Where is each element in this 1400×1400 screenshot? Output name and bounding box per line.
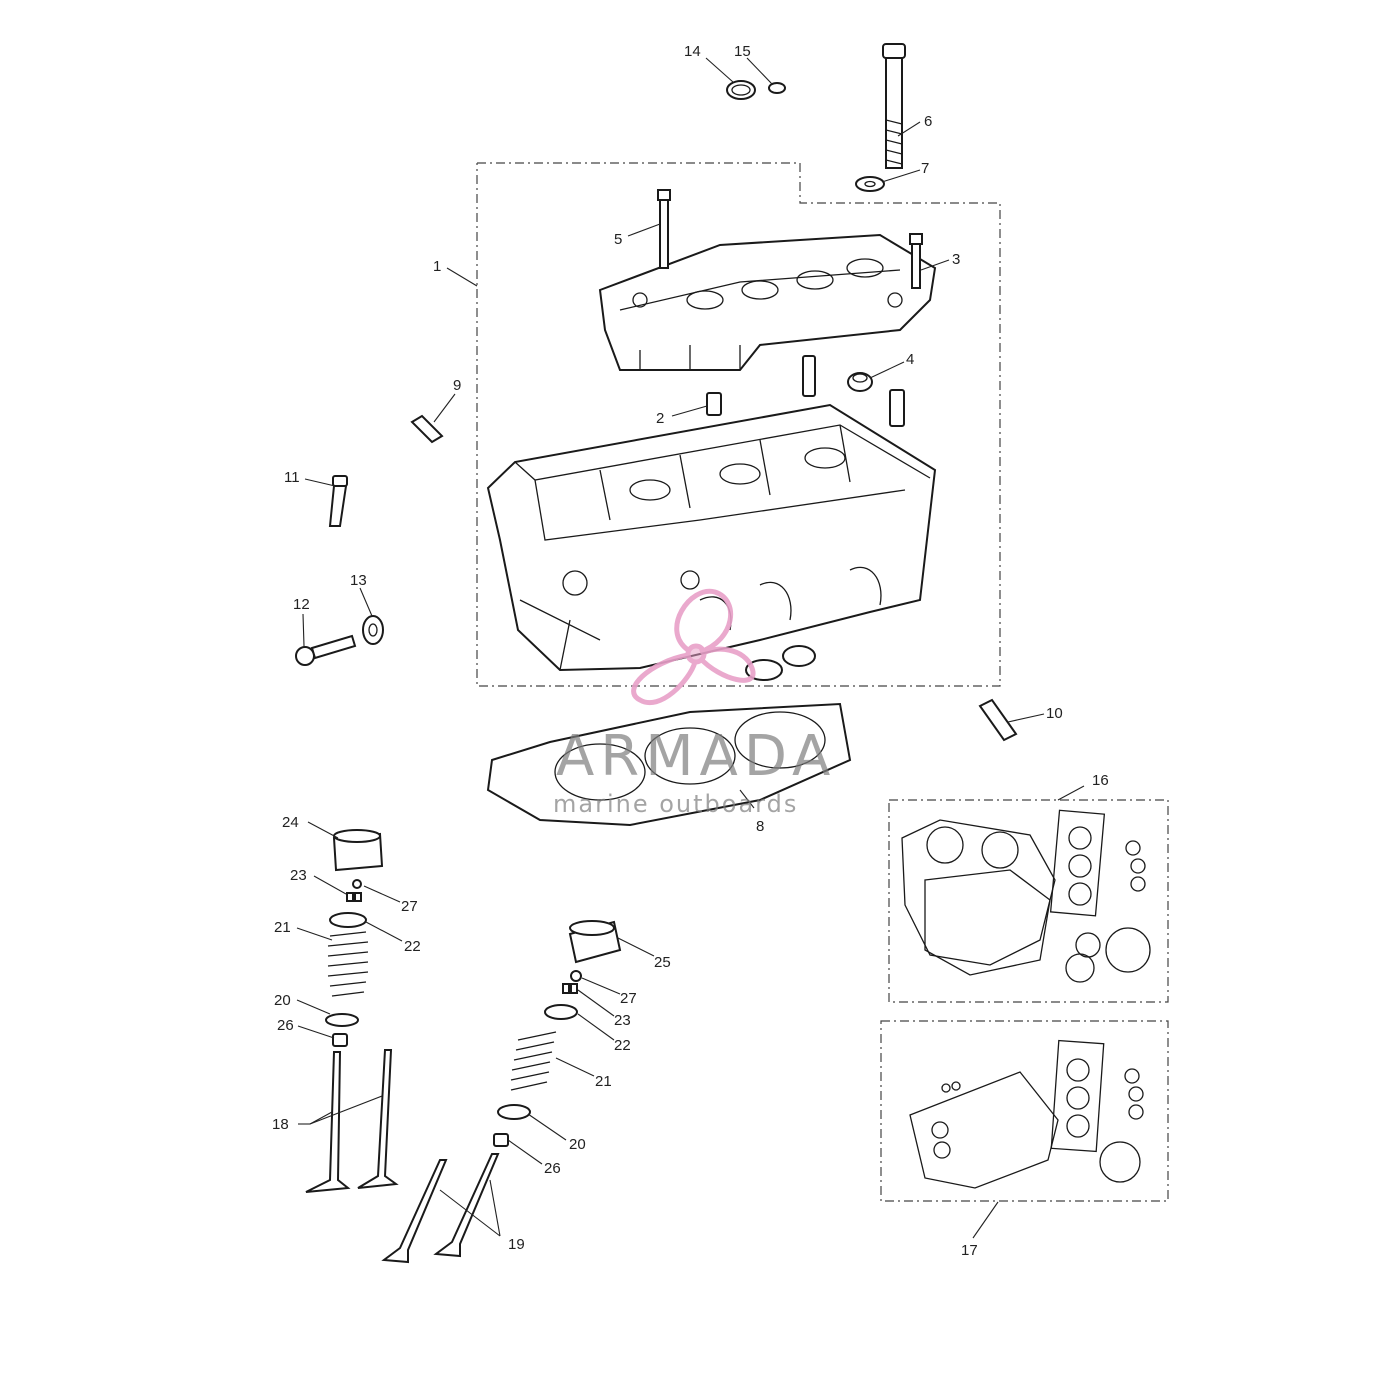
callout-23-right: 23 (614, 1012, 631, 1029)
valve-train-left (305, 829, 399, 1193)
callout-14: 14 (684, 43, 701, 60)
callout-8: 8 (756, 818, 764, 835)
callout-12: 12 (293, 596, 310, 613)
valve-train-right (381, 920, 622, 1264)
seal-rings (745, 645, 816, 681)
callout-6: 6 (924, 113, 932, 130)
callout-26-right: 26 (544, 1160, 561, 1177)
gasket-kit-16-boundary (888, 799, 1169, 1003)
stud-10 (978, 698, 1018, 742)
callout-1: 1 (433, 258, 441, 275)
callout-22-right: 22 (614, 1037, 631, 1054)
leader-lines (296, 57, 1085, 1239)
bolt-3 (909, 233, 923, 289)
callout-11: 11 (284, 469, 300, 486)
stud-9 (410, 414, 444, 444)
propeller-logo-icon (631, 588, 756, 705)
callout-7: 7 (921, 160, 929, 177)
bolt-12 (295, 634, 357, 666)
callout-22-left: 22 (404, 938, 421, 955)
callout-17: 17 (961, 1242, 978, 1259)
gasket-kit-17-parts (909, 1039, 1144, 1189)
bolt-11 (328, 475, 348, 527)
dowel-pins (706, 355, 905, 427)
watermark-brand: ARMADA (556, 724, 836, 789)
callout-2: 2 (656, 410, 664, 427)
washer-13 (362, 615, 384, 645)
callout-27-right: 27 (620, 990, 637, 1007)
callout-23-left: 23 (290, 867, 307, 884)
head-bolt-6 (882, 43, 906, 169)
washer-7 (855, 176, 885, 192)
cylinder-head (486, 403, 937, 672)
callout-27-left: 27 (401, 898, 418, 915)
o-ring-14 (726, 80, 756, 100)
callout-21-left: 21 (274, 919, 291, 936)
callout-16: 16 (1092, 772, 1109, 789)
callout-10: 10 (1046, 705, 1063, 722)
o-ring-15 (768, 82, 786, 94)
callout-13: 13 (350, 572, 367, 589)
callout-9: 9 (453, 377, 461, 394)
callout-15: 15 (734, 43, 751, 60)
callout-20-right: 20 (569, 1136, 586, 1153)
callout-26-left: 26 (277, 1017, 294, 1034)
callout-19: 19 (508, 1236, 525, 1253)
cylinder-head-assembly-boundary (476, 162, 1001, 687)
callout-18: 18 (272, 1116, 289, 1133)
callout-20-left: 20 (274, 992, 291, 1009)
gasket-kit-16-parts (901, 809, 1151, 983)
plug-4 (847, 372, 873, 392)
callout-25: 25 (654, 954, 671, 971)
callout-21-right: 21 (595, 1073, 612, 1090)
callout-4: 4 (906, 351, 914, 368)
callout-labels: 1 2 3 4 5 6 7 8 9 10 11 12 13 14 15 16 1… (272, 43, 1109, 1259)
callout-5: 5 (614, 231, 622, 248)
camshaft-cap-housing (598, 233, 937, 371)
gasket-kit-17-boundary (880, 1020, 1169, 1202)
watermark-tagline: marine outboards (553, 790, 798, 818)
bolt-5 (657, 189, 671, 269)
armada-watermark: ARMADA marine outboards (553, 588, 836, 818)
head-gasket-8 (486, 702, 852, 827)
callout-3: 3 (952, 251, 960, 268)
callout-24: 24 (282, 814, 299, 831)
